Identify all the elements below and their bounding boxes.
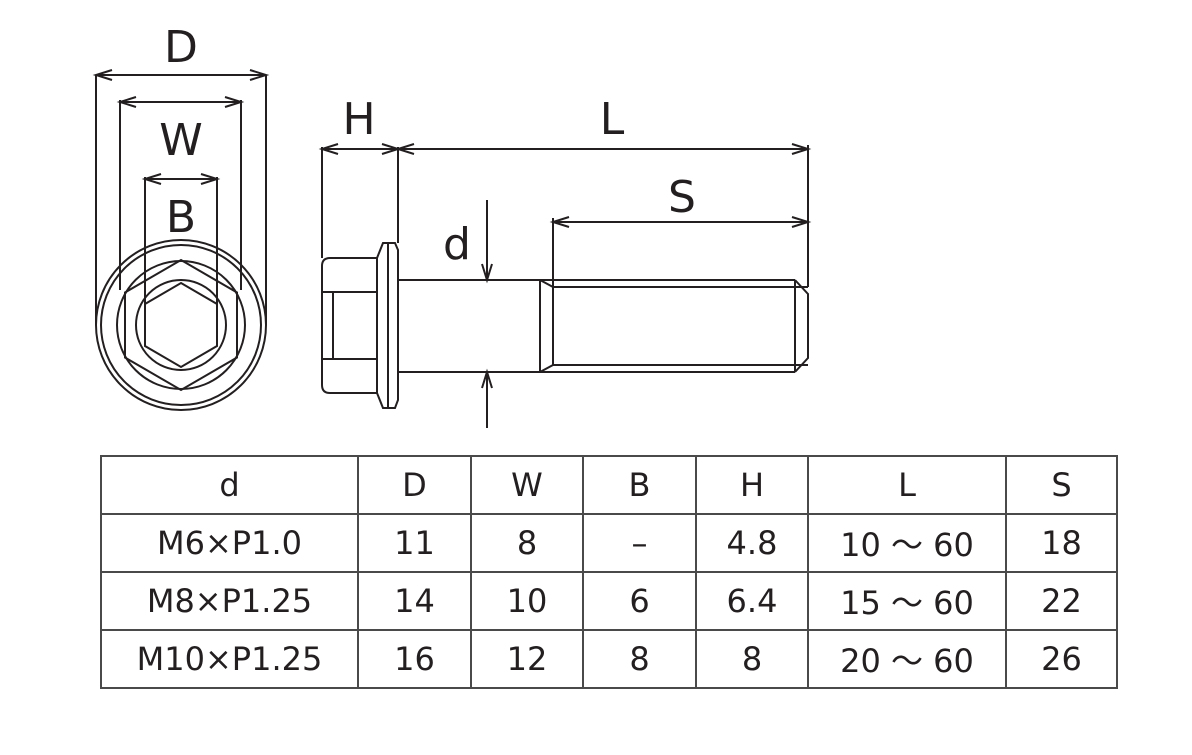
bolt-dimension-drawing: D W B H L S d: [92, 22, 812, 428]
dimension-label-D: D: [164, 22, 198, 73]
dimension-label-W: W: [159, 115, 203, 166]
dimension-S-line: [549, 216, 812, 228]
cell-B: 6: [582, 571, 697, 631]
bolt-side-view: [321, 145, 809, 409]
bolt-end-view: [95, 75, 267, 411]
cell-W: 10: [470, 571, 584, 631]
cell-H: 4.8: [695, 513, 809, 573]
cell-d: M6×P1.0: [100, 513, 359, 573]
cell-S: 18: [1005, 513, 1118, 573]
header-B: B: [582, 455, 697, 515]
cell-H: 6.4: [695, 571, 809, 631]
cell-B: 8: [582, 629, 697, 689]
table-row: M8×P1.25 14 10 6 6.4 15 ～ 60 22: [100, 571, 1118, 631]
table-header-row: d D W B H L S: [100, 455, 1118, 515]
table-row: M6×P1.0 11 8 – 4.8 10 ～ 60 18: [100, 513, 1118, 573]
dimension-label-B: B: [166, 192, 196, 243]
header-L: L: [807, 455, 1007, 515]
cell-S: 22: [1005, 571, 1118, 631]
cell-L: 20 ～ 60: [807, 629, 1007, 689]
header-S: S: [1005, 455, 1118, 515]
dimension-W-line: [116, 96, 245, 108]
header-W: W: [470, 455, 584, 515]
cell-d: M10×P1.25: [100, 629, 359, 689]
cell-B: –: [582, 513, 697, 573]
dimension-label-H: H: [342, 94, 375, 145]
dimension-label-S: S: [668, 172, 696, 223]
dimension-L-line: [394, 143, 812, 155]
cell-d: M8×P1.25: [100, 571, 359, 631]
cell-D: 16: [357, 629, 472, 689]
dimension-D-line: [92, 69, 270, 81]
cell-S: 26: [1005, 629, 1118, 689]
table-row: M10×P1.25 16 12 8 8 20 ～ 60 26: [100, 629, 1118, 689]
dimension-label-L: L: [600, 94, 625, 145]
cell-L: 10 ～ 60: [807, 513, 1007, 573]
header-H: H: [695, 455, 809, 515]
cell-H: 8: [695, 629, 809, 689]
cell-L: 15 ～ 60: [807, 571, 1007, 631]
dimension-H-line: [318, 143, 402, 155]
cell-D: 11: [357, 513, 472, 573]
cell-D: 14: [357, 571, 472, 631]
bolt-spec-table: d D W B H L S M6×P1.0 11 8 – 4.8 10 ～ 60…: [100, 455, 1118, 689]
dimension-d-arrows: [481, 200, 493, 428]
cell-W: 8: [470, 513, 584, 573]
header-D: D: [357, 455, 472, 515]
dimension-B-line: [141, 173, 221, 185]
cell-W: 12: [470, 629, 584, 689]
dimension-label-d: d: [443, 219, 471, 270]
header-d: d: [100, 455, 359, 515]
